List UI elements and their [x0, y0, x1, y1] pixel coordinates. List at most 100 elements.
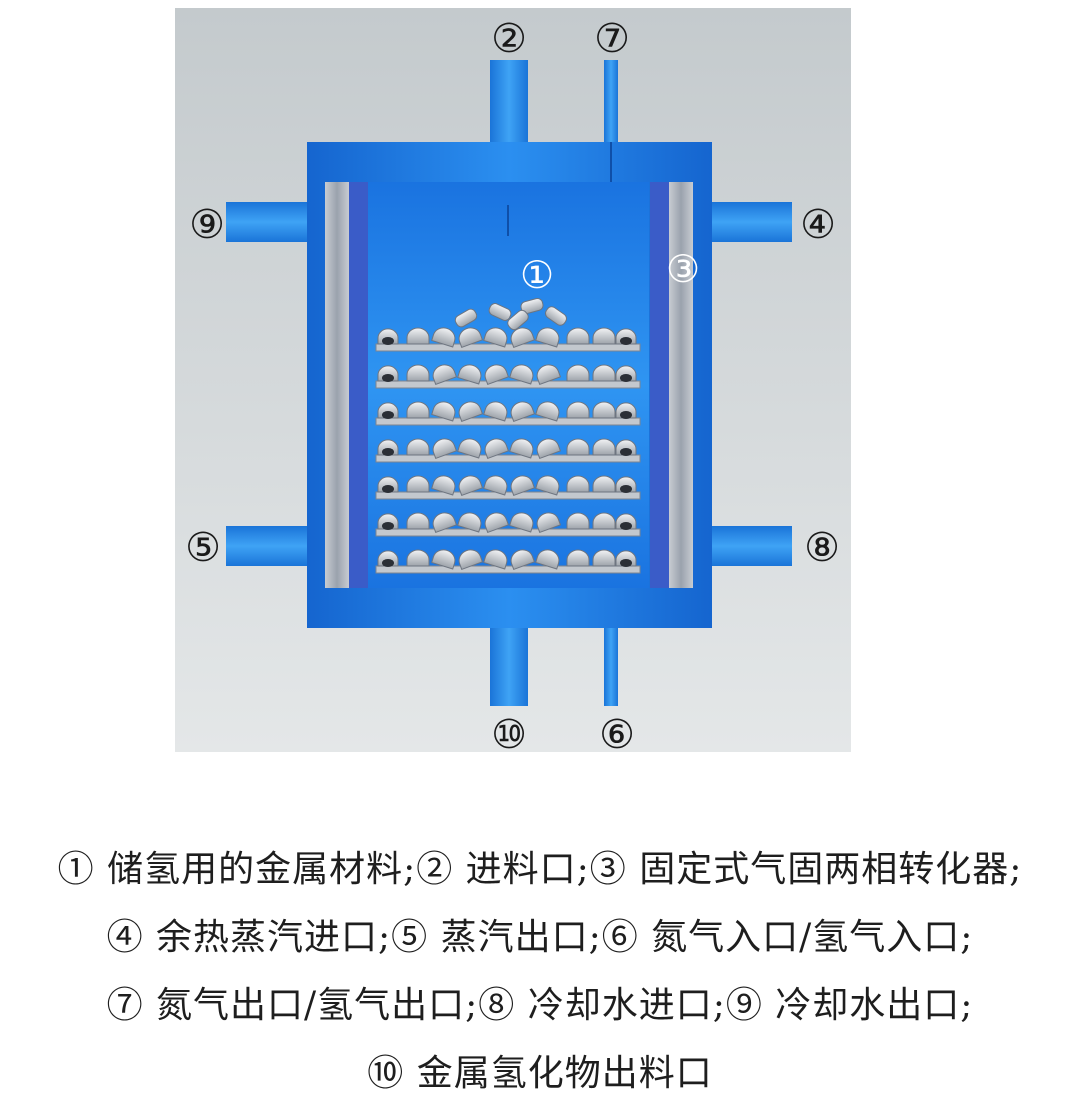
- material-pellet: [592, 475, 616, 493]
- material-pellet: [457, 512, 482, 533]
- pellet-shadow: [620, 448, 632, 456]
- material-pellet: [592, 327, 616, 345]
- material-pellet: [536, 438, 562, 460]
- label-cooling-water-inlet: ⑧: [804, 525, 840, 571]
- pellet-shadow: [620, 485, 632, 493]
- material-pellet: [457, 364, 482, 385]
- material-pellet: [510, 475, 536, 497]
- material-pellet: [406, 327, 430, 345]
- material-pellet: [510, 401, 536, 423]
- material-pellet: [431, 475, 456, 496]
- material-pellet: [536, 364, 562, 386]
- material-pellet: [535, 549, 560, 570]
- pellet-shadow: [620, 522, 632, 530]
- material-tray: [375, 454, 641, 463]
- material-pellet: [566, 438, 590, 456]
- cooling-water-outlet-pipe: [226, 202, 310, 242]
- material-tray: [375, 417, 641, 426]
- left-jacket-grey: [325, 182, 349, 588]
- material-pellet: [483, 401, 508, 422]
- reactor-diagram: ② ⑦ ⑨ ④ ⑤ ⑧ ⑩ ⑥ ① ③: [175, 8, 851, 758]
- material-pellet: [592, 364, 616, 382]
- cooling-water-inlet-pipe: [708, 526, 792, 566]
- material-pellet: [510, 327, 536, 349]
- material-pellet: [432, 438, 458, 460]
- steam-outlet-pipe: [226, 526, 310, 566]
- label-hydride-outlet: ⑩: [491, 712, 527, 758]
- material-pellet: [458, 401, 484, 423]
- material-pellet: [520, 297, 544, 315]
- material-pellet: [458, 549, 484, 571]
- caption-line-3: ⑦ 氮气出口/氢气出口;⑧ 冷却水进口;⑨ 冷却水出口;: [106, 985, 974, 1026]
- material-pellet: [535, 327, 560, 348]
- material-pellet: [509, 364, 534, 385]
- material-pellet: [483, 549, 508, 570]
- material-pellet: [510, 549, 536, 571]
- pellet-shadow: [382, 485, 394, 493]
- material-pellet: [406, 364, 430, 382]
- pellet-shadow: [620, 374, 632, 382]
- material-pellet: [454, 308, 478, 328]
- material-pellet: [432, 364, 458, 386]
- material-pellet: [507, 309, 529, 331]
- material-pellet: [509, 512, 534, 533]
- material-pellet: [592, 549, 616, 567]
- material-pellet: [536, 512, 562, 534]
- pellet-shadow: [382, 337, 394, 345]
- material-pellet: [406, 401, 430, 419]
- label-storage-material: ①: [520, 253, 554, 297]
- pellet-shadow: [382, 522, 394, 530]
- material-pellet: [592, 401, 616, 419]
- caption-line-4: ⑩ 金属氢化物出料口: [367, 1053, 713, 1094]
- material-pellet: [458, 475, 484, 497]
- material-pellet: [406, 438, 430, 456]
- left-jacket-blue: [349, 182, 368, 588]
- pellet-shadow: [620, 559, 632, 567]
- pellet-shadow: [382, 559, 394, 567]
- material-pellet: [431, 327, 456, 348]
- pellet-shadow: [620, 411, 632, 419]
- label-feed-inlet: ②: [491, 16, 527, 62]
- right-jacket-blue: [650, 182, 669, 588]
- material-tray: [375, 565, 641, 574]
- label-gas-outlet: ⑦: [594, 16, 630, 62]
- label-converter: ③: [666, 247, 700, 291]
- feed-inlet-pipe: [490, 60, 528, 146]
- material-pellet: [545, 306, 567, 326]
- material-tray: [375, 491, 641, 500]
- material-pellet: [406, 512, 430, 530]
- material-pellet: [431, 401, 456, 422]
- material-pellet: [484, 364, 510, 386]
- material-pellet: [431, 549, 456, 570]
- material-pellet: [566, 401, 590, 419]
- pellet-shadow: [382, 374, 394, 382]
- material-tray: [375, 528, 641, 537]
- label-gas-inlet: ⑥: [599, 712, 635, 758]
- material-pellet: [566, 512, 590, 530]
- material-pellet: [566, 364, 590, 382]
- material-pellet: [592, 438, 616, 456]
- material-pellet: [509, 438, 534, 459]
- material-pellet: [457, 438, 482, 459]
- material-pellet: [458, 327, 484, 349]
- pellet-shadow: [620, 337, 632, 345]
- hydride-outlet-pipe: [490, 622, 528, 706]
- pellet-shadow: [382, 448, 394, 456]
- material-pellet: [592, 512, 616, 530]
- material-pellet: [488, 303, 512, 321]
- material-pellet: [566, 327, 590, 345]
- caption-line-1: ① 储氢用的金属材料;② 进料口;③ 固定式气固两相转化器;: [57, 849, 1023, 890]
- waste-heat-steam-inlet-pipe: [708, 202, 792, 242]
- material-pellet: [566, 475, 590, 493]
- material-pellet: [535, 475, 560, 496]
- hydrogen-storage-material: [375, 297, 641, 574]
- material-pellet: [566, 549, 590, 567]
- material-tray: [375, 380, 641, 389]
- material-pellet: [484, 512, 510, 534]
- material-pellet: [535, 401, 560, 422]
- label-waste-heat-steam-inlet: ④: [800, 202, 836, 248]
- material-pellet: [432, 512, 458, 534]
- material-pellet: [484, 438, 510, 460]
- caption-line-2: ④ 余热蒸汽进口;⑤ 蒸汽出口;⑥ 氮气入口/氢气入口;: [106, 917, 974, 958]
- material-pellet: [406, 549, 430, 567]
